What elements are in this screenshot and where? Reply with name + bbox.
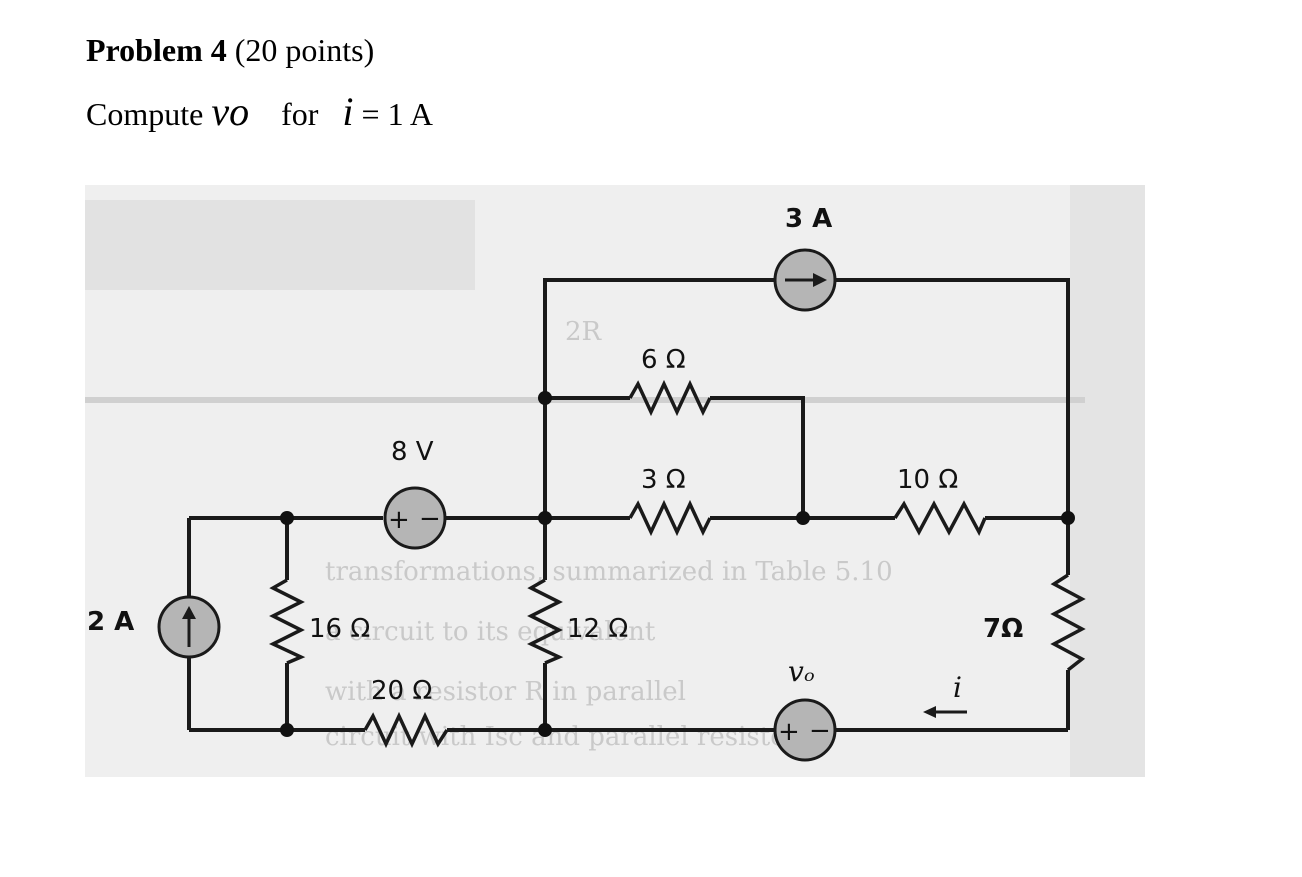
label-10-ohm: 10 Ω: [897, 465, 958, 495]
bg-ghost-text-1: 2R: [565, 317, 603, 347]
problem-title: Problem 4 (20 points): [86, 26, 433, 74]
background-block: [85, 200, 475, 290]
label-2a: 2 A: [87, 607, 134, 637]
i-variable: i: [342, 89, 354, 134]
label-i: i: [953, 671, 962, 704]
background-right-shade: [1070, 185, 1145, 777]
current-source-3a: [773, 248, 837, 312]
resistor-12-ohm: [526, 578, 564, 665]
circuit-nodes: [280, 391, 1075, 737]
current-i-arrow: [923, 706, 967, 718]
label-7-ohm: 7Ω: [983, 614, 1023, 644]
node: [280, 511, 294, 525]
bg-ghost-text-5: circuit with Isc and parallel resistor: [325, 722, 799, 752]
compute-word: Compute: [86, 96, 204, 132]
resistor-16-ohm: [268, 578, 306, 665]
minus-sign-vo: −: [809, 716, 831, 746]
bg-ghost-text-4: with a resistor R in parallel: [325, 677, 686, 707]
resistor-3-ohm: [628, 499, 712, 537]
label-8v: 8 V: [391, 437, 434, 467]
plus-sign-8v: +: [388, 505, 410, 535]
current-value: = 1 A: [361, 96, 433, 132]
wire-6ohm-branch: [545, 396, 805, 518]
arrow-up-icon: [182, 606, 196, 619]
resistor-6-ohm: [628, 379, 712, 417]
node: [280, 723, 294, 737]
node: [538, 391, 552, 405]
problem-points: (20 points): [234, 32, 375, 68]
bg-ghost-text-3: a circuit to its equivalent: [325, 617, 656, 647]
problem-header: Problem 4 (20 points) Compute vo for i =…: [86, 26, 433, 138]
resistor-7-ohm: [1050, 573, 1086, 672]
arrow-right-icon: [813, 273, 827, 287]
minus-sign-8v: −: [419, 504, 441, 534]
voltage-source-vo: + −: [773, 698, 837, 762]
label-3-ohm: 3 Ω: [641, 465, 686, 495]
for-word: for: [281, 96, 319, 132]
circuit-diagram: 2R transformations, summarized in Table …: [85, 185, 1145, 777]
voltage-source-8v: + −: [383, 486, 447, 550]
current-source-2a: [157, 595, 221, 659]
resistor-10-ohm: [893, 500, 987, 537]
label-20-ohm: 20 Ω: [371, 676, 432, 706]
node: [538, 511, 552, 525]
problem-number: Problem 4: [86, 32, 227, 68]
problem-statement: Compute vo for i = 1 A: [86, 88, 433, 138]
plus-sign-vo: +: [778, 717, 800, 747]
label-6-ohm: 6 Ω: [641, 345, 686, 375]
node: [538, 723, 552, 737]
bg-ghost-text-2: transformations, summarized in Table 5.1…: [325, 557, 893, 587]
node: [796, 511, 810, 525]
label-12-ohm: 12 Ω: [567, 614, 628, 644]
label-16-ohm: 16 Ω: [309, 614, 370, 644]
circuit-wires: [187, 278, 1070, 732]
node: [1061, 511, 1075, 525]
resistor-20-ohm: [363, 711, 449, 749]
vo-variable: vo: [211, 89, 250, 134]
label-3a: 3 A: [785, 204, 832, 234]
arrow-left-icon: [923, 706, 936, 718]
label-vo: vₒ: [788, 655, 815, 688]
